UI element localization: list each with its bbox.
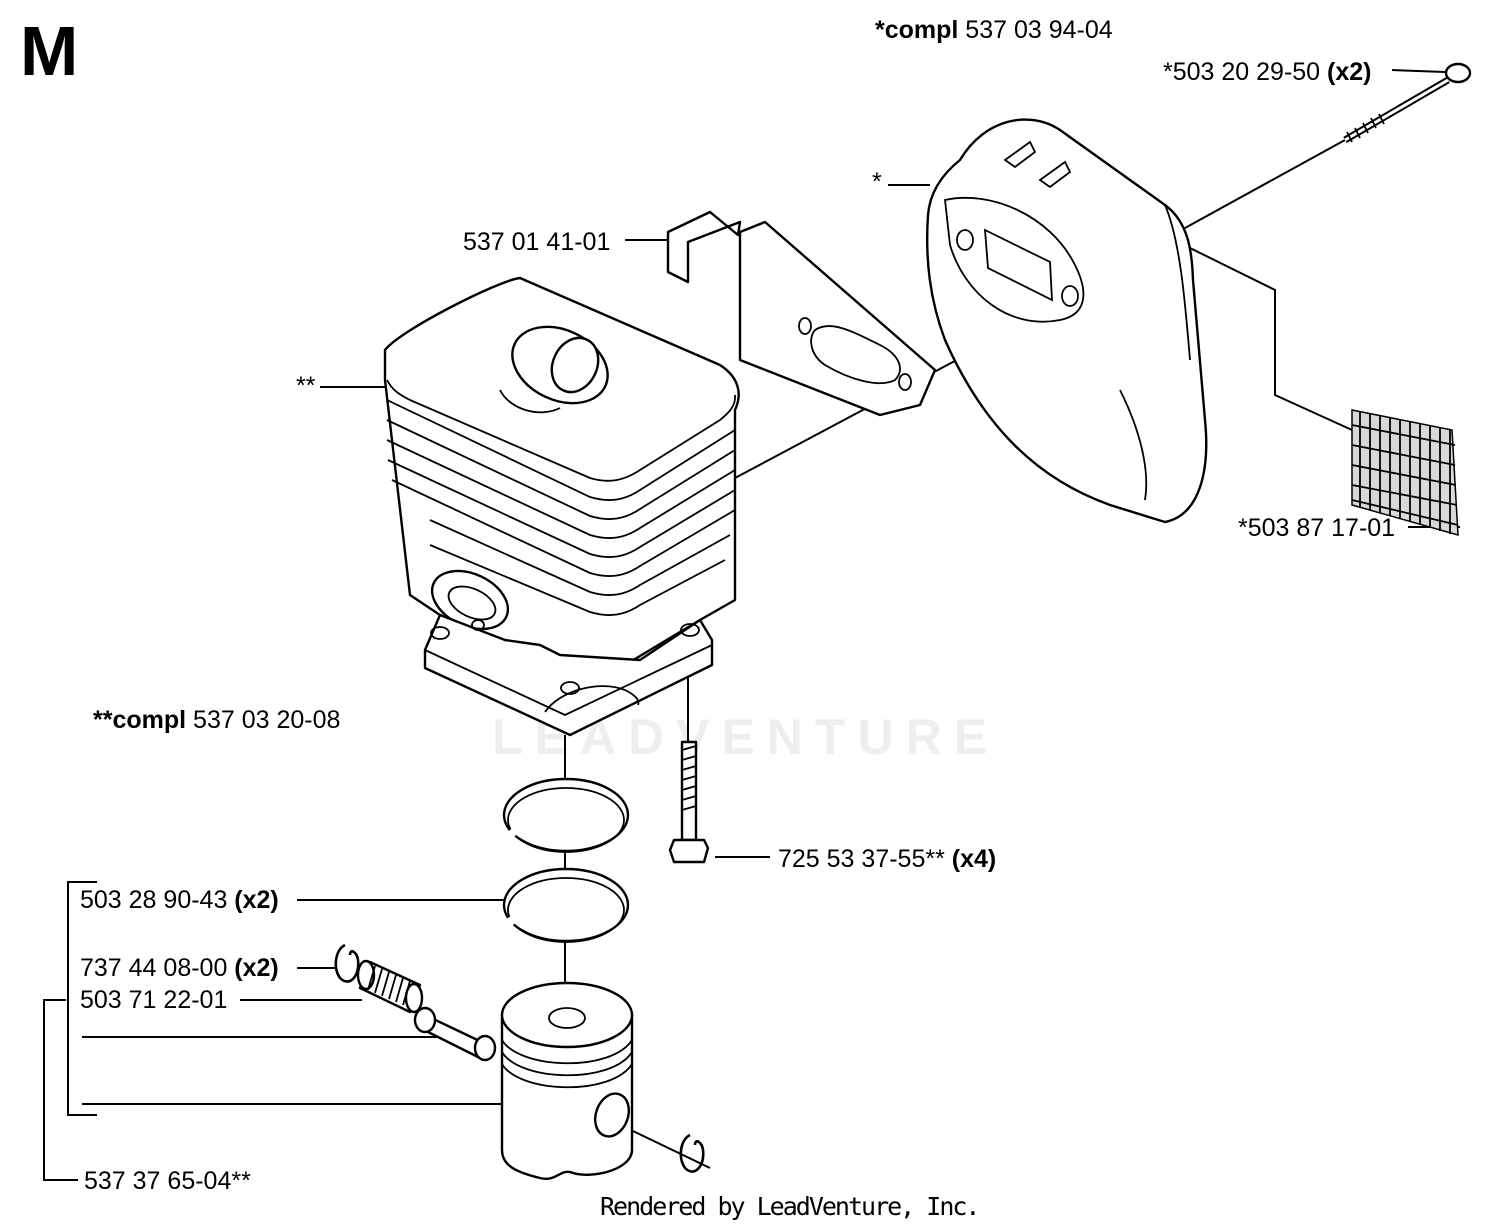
label-cylinder-compl: **compl 537 03 20-08	[93, 706, 341, 734]
label-circlip: 737 44 08-00 (x2)	[80, 954, 279, 982]
label-muffler-compl: *compl 537 03 94-04	[875, 16, 1113, 44]
label-muffler-star: *	[872, 168, 882, 196]
piston	[500, 981, 634, 1181]
footer-credit: Rendered by LeadVenture, Inc.	[600, 1192, 980, 1221]
cylinder	[383, 276, 740, 737]
label-bearing: 503 71 22-01	[80, 986, 228, 1014]
cylinder-bolt	[668, 740, 710, 864]
spark-arrestor-screen	[1351, 409, 1459, 537]
label-piston-kit: 537 37 65-04**	[84, 1167, 251, 1195]
circlips	[334, 943, 705, 1173]
label-cylinder-bolt: 725 53 37-55** (x4)	[778, 845, 997, 873]
piston-pin	[413, 1006, 497, 1062]
muffler	[925, 118, 1208, 524]
label-screen: *503 87 17-01	[1238, 514, 1396, 542]
gasket-plate	[666, 210, 937, 417]
long-screw	[1343, 62, 1472, 144]
label-cylinder-star: **	[296, 372, 316, 400]
section-letter: M	[20, 12, 79, 90]
label-piston-rings: 503 28 90-43 (x2)	[80, 886, 279, 914]
label-screw-top: *503 20 29-50 (x2)	[1163, 58, 1372, 86]
label-bracket: 537 01 41-01	[463, 228, 611, 256]
piston-rings	[502, 777, 630, 943]
needle-bearing	[356, 959, 424, 1014]
